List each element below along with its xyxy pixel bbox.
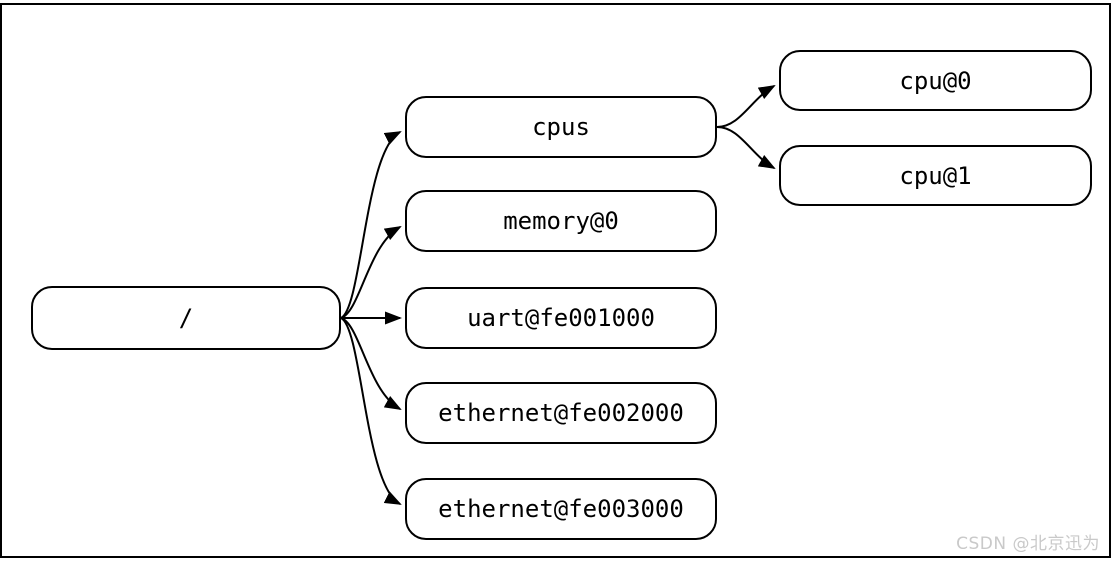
node-cpus-label: cpus — [532, 113, 590, 141]
node-root: / — [31, 286, 341, 350]
node-cpu0: cpu@0 — [779, 50, 1092, 111]
watermark: CSDN @北京迅为 — [956, 534, 1100, 554]
node-memory0: memory@0 — [405, 190, 717, 252]
edge-root-ethernet3 — [340, 317, 402, 505]
edge-cpus-cpu0 — [716, 85, 776, 128]
node-cpu1: cpu@1 — [779, 145, 1092, 206]
node-memory0-label: memory@0 — [503, 207, 619, 235]
node-uart: uart@fe001000 — [405, 287, 717, 349]
node-ethernet3-label: ethernet@fe003000 — [438, 495, 684, 523]
node-uart-label: uart@fe001000 — [467, 304, 655, 332]
node-root-label: / — [178, 304, 194, 332]
node-cpus: cpus — [405, 96, 717, 158]
edge-root-cpus — [340, 131, 402, 319]
edge-root-ethernet2 — [340, 317, 402, 410]
node-ethernet2-label: ethernet@fe002000 — [438, 399, 684, 427]
node-ethernet2: ethernet@fe002000 — [405, 382, 717, 444]
node-cpu0-label: cpu@0 — [899, 66, 972, 95]
node-cpu1-label: cpu@1 — [899, 161, 972, 190]
edge-root-memory0 — [340, 226, 402, 319]
edge-cpus-cpu1 — [716, 126, 776, 169]
node-ethernet3: ethernet@fe003000 — [405, 478, 717, 540]
